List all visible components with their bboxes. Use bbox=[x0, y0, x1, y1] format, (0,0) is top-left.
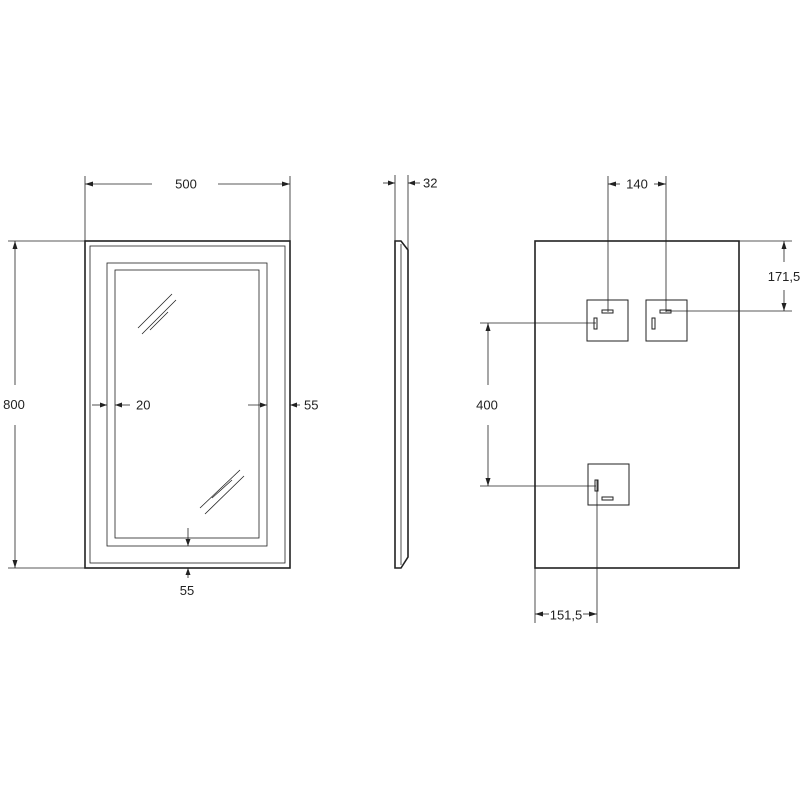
side-view: 32 bbox=[383, 175, 437, 569]
top-offset-label: 171,5 bbox=[768, 269, 800, 284]
mounting-bracket-top-left bbox=[586, 299, 629, 342]
left-offset-label: 151,5 bbox=[550, 608, 583, 623]
side-frame-dimension: 55 bbox=[248, 398, 318, 413]
led-strip-outer bbox=[106, 262, 268, 547]
left-offset-dimension: 151,5 bbox=[534, 480, 598, 623]
glass-reflection-top bbox=[137, 293, 177, 335]
mirror-glass bbox=[114, 269, 260, 539]
depth-dimension: 32 bbox=[383, 175, 437, 250]
mirror-frame-inner-edge bbox=[89, 245, 286, 564]
vertical-spacing-dimension: 400 bbox=[476, 322, 596, 487]
bracket-spacing-dimension: 140 bbox=[607, 176, 667, 312]
top-offset-dimension: 171,5 bbox=[666, 240, 800, 312]
front-view: 500 800 20 55 bbox=[3, 176, 318, 598]
side-frame-label: 55 bbox=[304, 398, 318, 413]
width-dimension: 500 bbox=[84, 176, 291, 241]
bottom-frame-dimension: 55 bbox=[180, 528, 194, 598]
bottom-frame-label: 55 bbox=[180, 583, 194, 598]
glass-reflection-bottom bbox=[199, 469, 245, 515]
mounting-bracket-top-right bbox=[645, 299, 688, 342]
mirror-outer-frame bbox=[84, 240, 291, 569]
mounting-bracket-bottom bbox=[587, 463, 630, 506]
height-dimension: 800 bbox=[3, 240, 85, 569]
back-view: 140 171,5 400 bbox=[476, 176, 800, 623]
inner-gap-label: 20 bbox=[136, 398, 150, 413]
bracket-spacing-label: 140 bbox=[626, 177, 648, 192]
height-label: 800 bbox=[3, 397, 25, 412]
mirror-side-profile bbox=[394, 240, 409, 569]
vertical-spacing-label: 400 bbox=[476, 398, 498, 413]
inner-gap-dimension: 20 bbox=[92, 398, 150, 413]
mirror-back-panel bbox=[534, 240, 740, 569]
width-label: 500 bbox=[175, 177, 197, 192]
depth-label: 32 bbox=[423, 176, 437, 191]
